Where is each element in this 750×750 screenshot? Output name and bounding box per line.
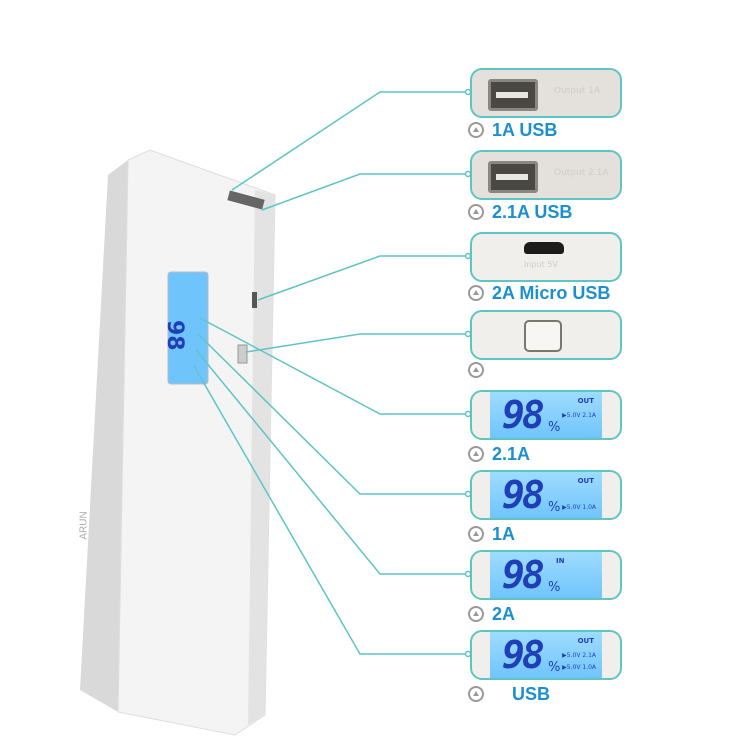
lcd-unit: % [548, 580, 561, 595]
lcd-display: 98% IN [490, 552, 602, 598]
panel-usb: Output 1A [470, 68, 622, 118]
panel-lcd: 98% OUT ▶5.0V 2.1A [470, 390, 622, 440]
lcd-line1: ▶5.0V 2.1A [562, 412, 596, 419]
panel-lcd: 98% OUT ▶5.0V 2.1A ▶5.0V 1.0A [470, 630, 622, 680]
panel-label-text: 2.1A USB [492, 201, 573, 222]
lcd-digits: 98 [502, 553, 545, 597]
port-text: Input 5V [524, 260, 558, 269]
leader-line [197, 333, 468, 495]
device-micro-port [252, 292, 257, 308]
port-text: Output 2.1A [554, 168, 609, 178]
arrow-up-circle-icon [468, 122, 484, 138]
leader-lines [193, 88, 472, 658]
micro-usb-port-icon [524, 242, 564, 254]
lcd-digits: 98 [502, 633, 545, 677]
arrow-up-circle-icon [468, 362, 484, 378]
power-button-icon [524, 320, 562, 352]
device-usb-port [227, 190, 265, 210]
brand-logo: ARUN [78, 511, 90, 540]
arrow-up-circle-icon [468, 686, 484, 702]
lcd-display: 98% OUT ▶5.0V 1.0A [490, 472, 602, 518]
lcd-digits: 98 [502, 393, 545, 437]
lcd-unit: % [548, 420, 561, 435]
power-bank-right-edge [248, 190, 275, 725]
lcd-unit: % [548, 500, 561, 515]
panel-label-text: USB [512, 683, 551, 704]
lcd-mode: OUT [577, 397, 594, 405]
arrow-up-circle-icon [468, 204, 484, 220]
leader-line [261, 173, 468, 211]
panel-label: 2.1A USB [468, 202, 572, 222]
panel-label-text: 2A [492, 603, 516, 624]
arrow-up-circle-icon [468, 606, 484, 622]
lcd-mode: OUT [577, 637, 594, 645]
lcd-line1: ▶5.0V 2.1A [562, 652, 596, 659]
panel-usb: Output 2.1A [470, 150, 622, 200]
panel-lcd: 98% OUT ▶5.0V 1.0A [470, 470, 622, 520]
port-text: Output 1A [554, 86, 601, 96]
panel-label: 1A [468, 524, 515, 544]
lcd-mode: IN [556, 557, 565, 565]
panel-label-text: 2A Micro USB [492, 282, 611, 303]
panel-label: 2.1A [468, 444, 530, 464]
device-lcd [167, 271, 209, 385]
panel-label-text: 2.1A [492, 443, 531, 464]
arrow-up-circle-icon [468, 526, 484, 542]
leader-line [257, 255, 468, 301]
lcd-display: 98% OUT ▶5.0V 2.1A ▶5.0V 1.0A [490, 632, 602, 678]
lcd-digits: 98 [502, 473, 545, 517]
device-lcd-value: 98 [162, 320, 187, 351]
panel-label: 2A [468, 604, 515, 624]
usb-port-icon [488, 79, 538, 111]
arrow-up-circle-icon [468, 446, 484, 462]
panel-micro: Input 5V [470, 232, 622, 282]
usb-port-icon [488, 161, 538, 193]
panel-label: 2A Micro USB [468, 283, 610, 303]
leader-line [199, 317, 468, 415]
panel-label-text: 1A [492, 523, 516, 544]
leader-line [231, 91, 468, 191]
panel-lcd: 98% IN [470, 550, 622, 600]
lcd-line2: ▶5.0V 1.0A [562, 664, 596, 671]
panel-label-text: 1A USB [492, 119, 558, 140]
lcd-display: 98% OUT ▶5.0V 2.1A [490, 392, 602, 438]
leader-line [193, 365, 468, 655]
leader-line [195, 349, 468, 575]
panel-button [470, 310, 622, 360]
lcd-unit: % [548, 660, 561, 675]
lcd-mode: OUT [577, 477, 594, 485]
device-button [237, 344, 248, 364]
panel-label [468, 360, 492, 380]
panel-label: 1A USB [468, 120, 557, 140]
power-bank-side [80, 160, 128, 712]
panel-label: USB [468, 684, 550, 704]
arrow-up-circle-icon [468, 285, 484, 301]
leader-line [245, 333, 468, 353]
lcd-line2: ▶5.0V 1.0A [562, 504, 596, 511]
